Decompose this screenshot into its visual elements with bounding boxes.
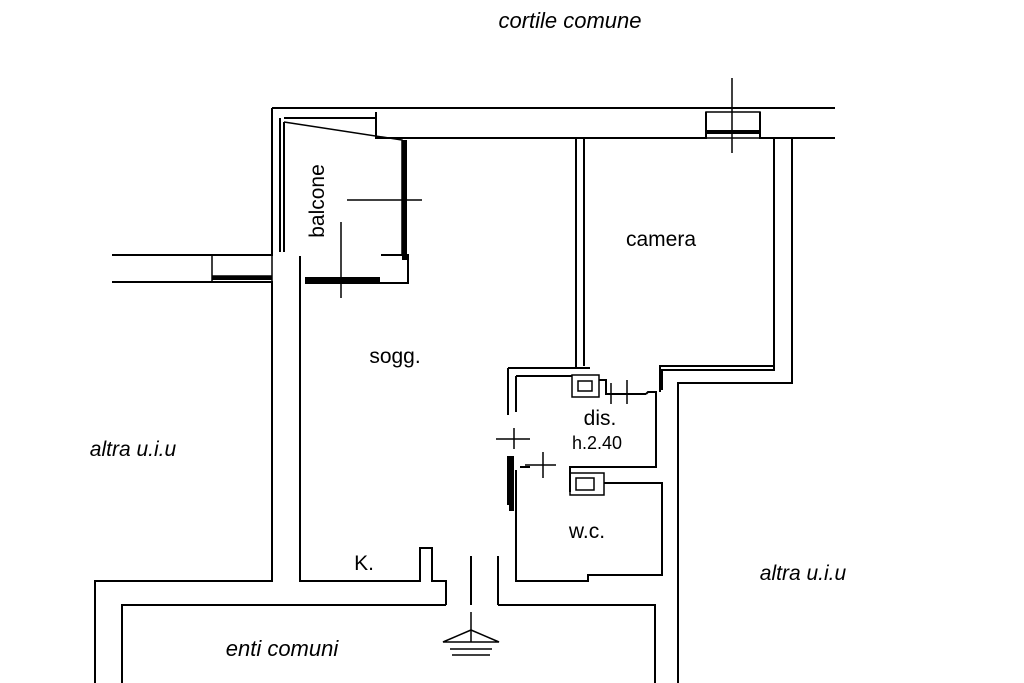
left-window	[211, 254, 273, 283]
entrance-icon	[442, 612, 500, 656]
camera-room	[575, 138, 775, 392]
wc-label: w.c.	[568, 520, 605, 543]
wc-room	[507, 456, 663, 582]
altra-uiu-right-label: altra u.i.u	[760, 562, 847, 585]
balcony	[283, 121, 422, 298]
height-label: h.2.40	[572, 433, 622, 453]
camera-label: camera	[626, 228, 696, 251]
altra-uiu-left-label: altra u.i.u	[90, 438, 177, 461]
dis-room	[496, 367, 657, 492]
balcone-label: balcone	[306, 164, 329, 238]
outer-walls	[94, 107, 835, 683]
kitchen-label: K.	[354, 552, 374, 575]
cortile-comune-label: cortile comune	[498, 8, 641, 33]
top-window	[705, 78, 761, 153]
enti-comuni-label: enti comuni	[226, 636, 340, 661]
sogg-label: sogg.	[369, 345, 420, 368]
dis-label: dis.	[584, 407, 617, 430]
